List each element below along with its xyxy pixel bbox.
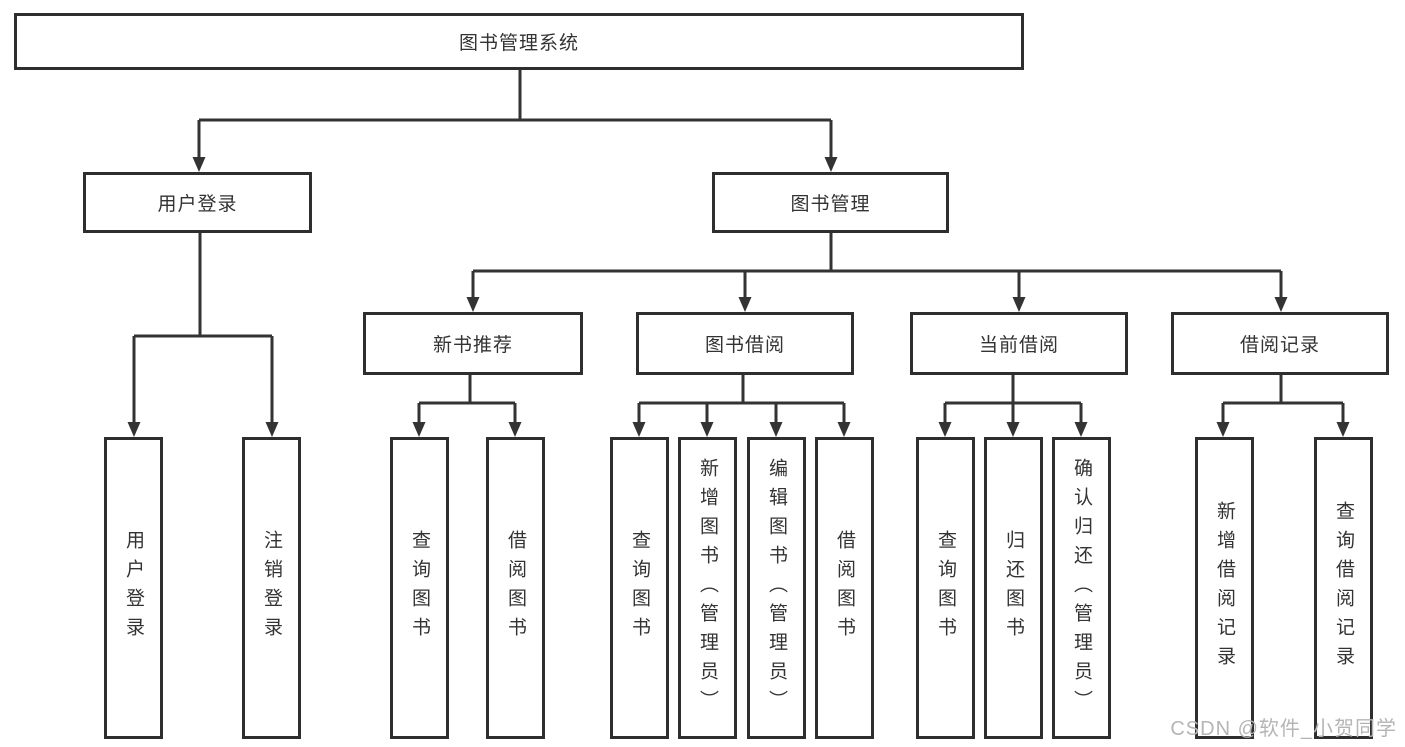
leaf-current-query-books: 查询图书 [916, 437, 975, 739]
leaf-records-query-record: 查询借阅记录 [1314, 437, 1373, 739]
leaf-label: 注销登录 [261, 530, 282, 646]
leaf-current-confirm-return-admin: 确认归还（管理员） [1052, 437, 1111, 739]
connector-borrowing-records [1221, 375, 1345, 422]
leaf-label: 编辑图书（管理员） [766, 457, 787, 719]
leaf-label: 查询图书 [629, 530, 650, 646]
node-user-login: 用户登录 [83, 172, 312, 233]
node-label: 当前借阅 [978, 335, 1059, 356]
node-label: 用户登录 [157, 194, 238, 215]
connector-new-book-recommendation [417, 375, 517, 422]
arrowheads [127, 157, 1350, 437]
leaf-label: 用户登录 [123, 530, 144, 646]
connector-user-login [132, 233, 274, 422]
leaf-label: 借阅图书 [505, 530, 526, 646]
leaf-borrowing-add-books-admin: 新增图书（管理员） [678, 437, 737, 739]
leaf-label: 查询图书 [935, 530, 956, 646]
leaf-current-return-books: 归还图书 [984, 437, 1043, 739]
leaf-records-add-record: 新增借阅记录 [1195, 437, 1254, 739]
leaf-borrowing-query-books: 查询图书 [610, 437, 669, 739]
node-new-book-recommendation: 新书推荐 [363, 312, 583, 375]
node-label: 图书借阅 [704, 335, 785, 356]
connector-root [197, 69, 833, 157]
leaf-logout: 注销登录 [242, 437, 301, 739]
leaf-label: 查询借阅记录 [1333, 501, 1354, 675]
leaf-label: 新增图书（管理员） [697, 457, 718, 719]
node-label: 借阅记录 [1239, 335, 1320, 356]
leaf-recommend-borrow-books: 借阅图书 [486, 437, 545, 739]
node-label: 新书推荐 [432, 335, 513, 356]
leaf-label: 归还图书 [1003, 530, 1024, 646]
node-borrowing-records: 借阅记录 [1171, 312, 1389, 375]
connector-current-borrowing [943, 375, 1083, 422]
connector-book-borrowing [637, 375, 846, 422]
leaf-label: 借阅图书 [834, 530, 855, 646]
leaf-label: 确认归还（管理员） [1071, 457, 1092, 719]
node-label: 图书管理 [790, 194, 871, 215]
watermark: CSDN @软件_小贺同学 [1170, 718, 1397, 740]
leaf-label: 新增借阅记录 [1214, 501, 1235, 675]
leaf-borrowing-borrow-books: 借阅图书 [815, 437, 874, 739]
leaf-recommend-query-books: 查询图书 [390, 437, 449, 739]
node-label: 图书管理系统 [458, 33, 579, 54]
leaf-user-login: 用户登录 [104, 437, 163, 739]
node-root: 图书管理系统 [14, 13, 1024, 70]
node-current-borrowing: 当前借阅 [910, 312, 1128, 375]
leaf-borrowing-edit-books-admin: 编辑图书（管理员） [747, 437, 806, 739]
node-book-management: 图书管理 [712, 172, 949, 233]
connector-book-management [471, 233, 1283, 297]
node-book-borrowing: 图书借阅 [636, 312, 854, 375]
leaf-label: 查询图书 [409, 530, 430, 646]
